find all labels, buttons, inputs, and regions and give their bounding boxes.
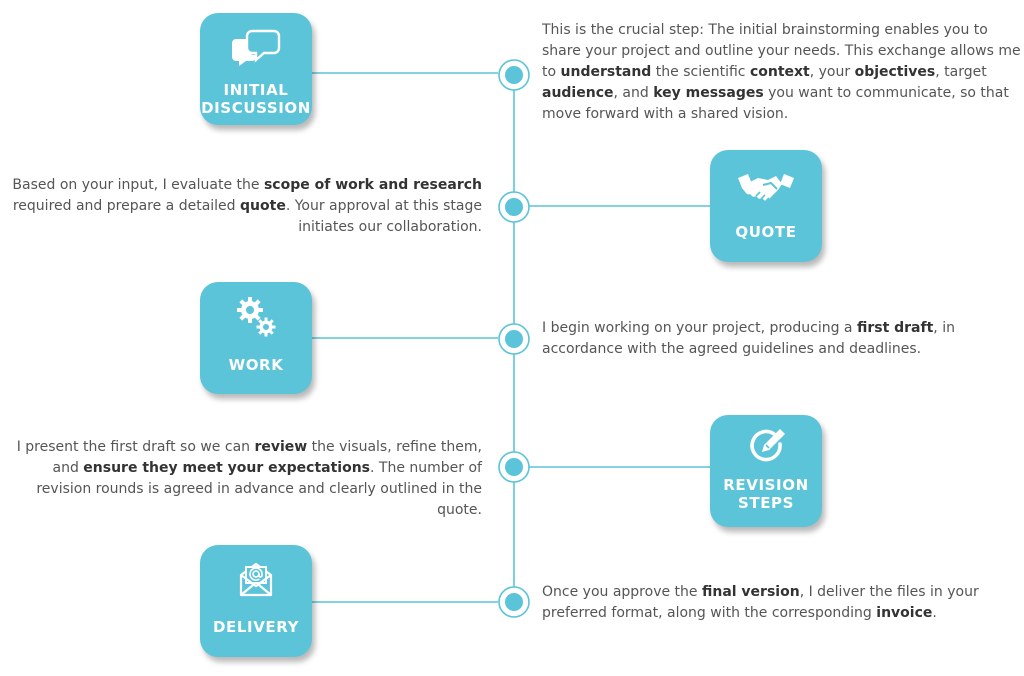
step-description-initial-discussion: This is the crucial step: The initial br… (542, 20, 1022, 125)
emphasis-text: ensure they meet your expectations (83, 460, 371, 476)
node-initial-discussion (498, 59, 530, 91)
step-title: QUOTE (735, 223, 797, 241)
description-text: , your (809, 64, 855, 80)
description-text: you want to communicate, so that move fo… (542, 85, 1009, 122)
node-quote (498, 191, 530, 223)
emphasis-text: objectives (854, 64, 936, 80)
description-text: . The number of revision rounds is agree… (36, 460, 482, 518)
step-title: INITIAL DISCUSSION (201, 81, 311, 117)
description-text: , in accordance with the agreed guidelin… (542, 320, 955, 357)
gears-icon (234, 294, 278, 344)
step-description-quote: Based on your input, I evaluate the scop… (2, 175, 482, 238)
description-text: I present the first draft so we can (16, 439, 255, 455)
emphasis-text: scope of work and research (263, 177, 482, 193)
description-text: I begin working on your project, produci… (542, 320, 857, 336)
description-text: . Your approval at this stage initiates … (285, 198, 482, 235)
description-text: required and prepare a detailed (12, 198, 241, 214)
step-card-quote: QUOTE (710, 150, 822, 262)
emphasis-text: understand (560, 64, 652, 80)
step-title: REVISION STEPS (723, 476, 809, 512)
step-card-work: WORK (200, 282, 312, 394)
node-delivery (498, 586, 530, 618)
speech-bubbles-icon (230, 27, 282, 71)
handshake-icon (736, 170, 796, 214)
emphasis-text: final version (701, 584, 800, 600)
step-description-revision-steps: I present the first draft so we can revi… (2, 437, 482, 521)
description-text: , and (613, 85, 654, 101)
emphasis-text: review (254, 439, 308, 455)
emphasis-text: invoice (876, 605, 933, 621)
emphasis-text: key messages (653, 85, 764, 101)
step-title: DELIVERY (212, 618, 300, 636)
node-revision-steps (498, 451, 530, 483)
description-text: Based on your input, I evaluate the (12, 177, 264, 193)
step-description-delivery: Once you approve the final version, I de… (542, 582, 1022, 624)
edit-pencil-icon (744, 425, 788, 469)
step-card-revision-steps: REVISION STEPS (710, 415, 822, 527)
step-card-delivery: DELIVERY (200, 545, 312, 657)
emphasis-text: audience (542, 85, 614, 101)
description-text: Once you approve the (542, 584, 702, 600)
description-text: . (932, 605, 937, 621)
description-text: , target (935, 64, 987, 80)
emphasis-text: quote (240, 198, 286, 214)
description-text: This is the crucial step: The initial br… (542, 22, 1021, 80)
envelope-at-icon (236, 561, 276, 603)
step-title: WORK (228, 356, 284, 374)
emphasis-text: first draft (856, 320, 934, 336)
step-description-work: I begin working on your project, produci… (542, 318, 1022, 360)
emphasis-text: context (749, 64, 810, 80)
node-work (498, 323, 530, 355)
description-text: , I deliver the files in your preferred … (542, 584, 979, 621)
description-text: the visuals, refine them, and (52, 439, 483, 476)
description-text: the scientific (651, 64, 750, 80)
step-card-initial-discussion: INITIAL DISCUSSION (200, 13, 312, 125)
